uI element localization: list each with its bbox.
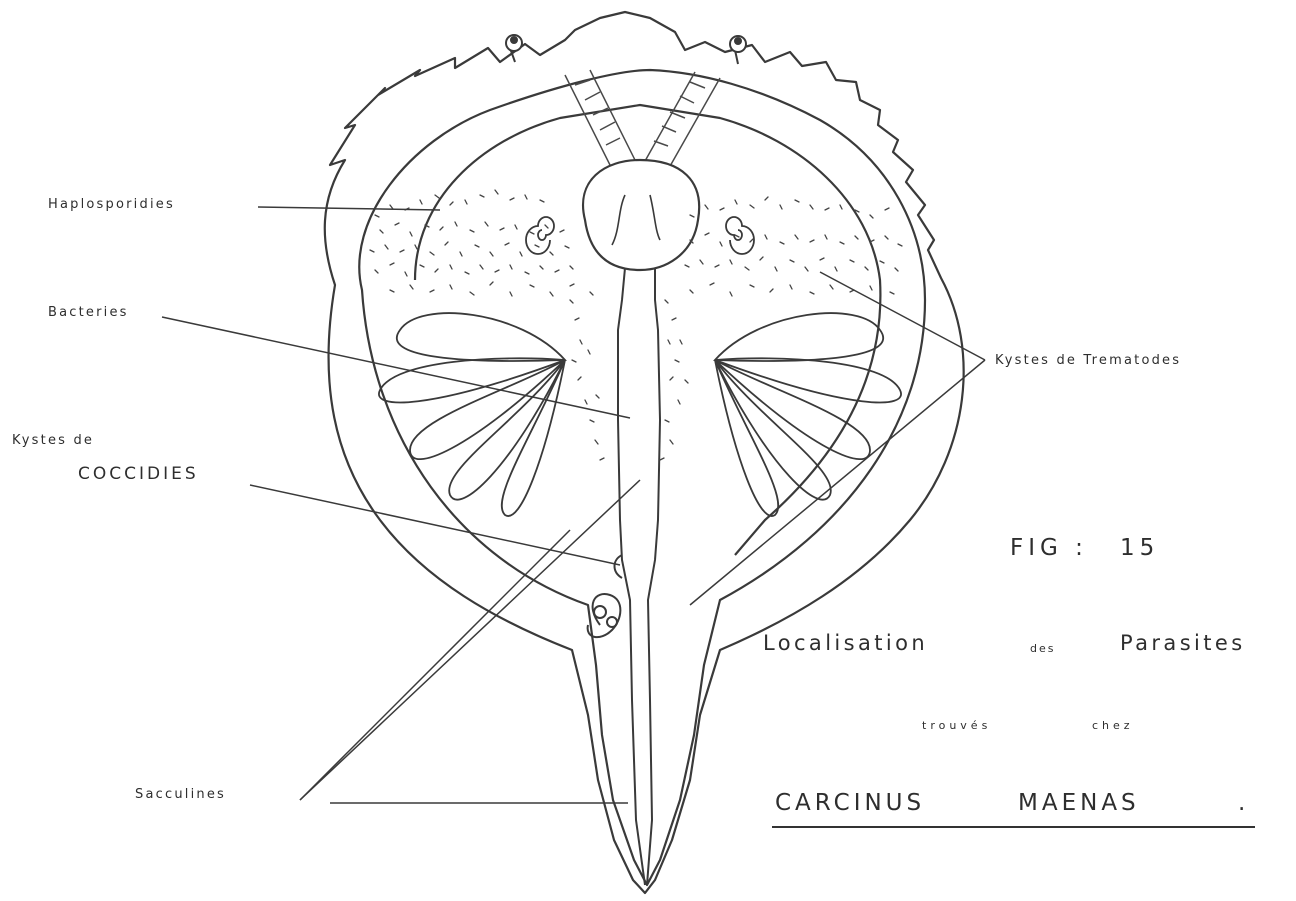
label-bacteries: Bacteries bbox=[48, 305, 129, 320]
right-gills bbox=[715, 313, 901, 516]
caption-trouves: trouvés bbox=[922, 719, 991, 732]
stomach bbox=[583, 160, 699, 270]
label-sacculines: Sacculines bbox=[135, 787, 226, 802]
caption-parasites: Parasites bbox=[1120, 631, 1246, 655]
caption-localisation: Localisation bbox=[763, 631, 928, 655]
label-kystes-de: Kystes de bbox=[12, 433, 94, 448]
caption-fig-number: 15 bbox=[1120, 535, 1159, 561]
label-kystes-trematodes: Kystes de Trematodes bbox=[995, 353, 1181, 368]
caption-species-genus: CARCINUS bbox=[775, 790, 925, 816]
caption-species-underline bbox=[772, 826, 1255, 828]
caption-period: . bbox=[1238, 790, 1249, 816]
carapace-outline bbox=[325, 12, 964, 893]
caption-species-name: MAENAS bbox=[1018, 790, 1140, 816]
intestine bbox=[615, 268, 661, 885]
label-haplosporidies: Haplosporidies bbox=[48, 197, 175, 212]
caption-des: des bbox=[1030, 642, 1055, 655]
left-gills bbox=[379, 313, 565, 516]
caption-fig: FIG : bbox=[1010, 535, 1088, 561]
label-coccidies: COCCIDIES bbox=[78, 464, 199, 484]
leader-lines bbox=[162, 207, 985, 803]
eyestalks bbox=[506, 35, 746, 64]
caption-chez: chez bbox=[1092, 719, 1134, 732]
